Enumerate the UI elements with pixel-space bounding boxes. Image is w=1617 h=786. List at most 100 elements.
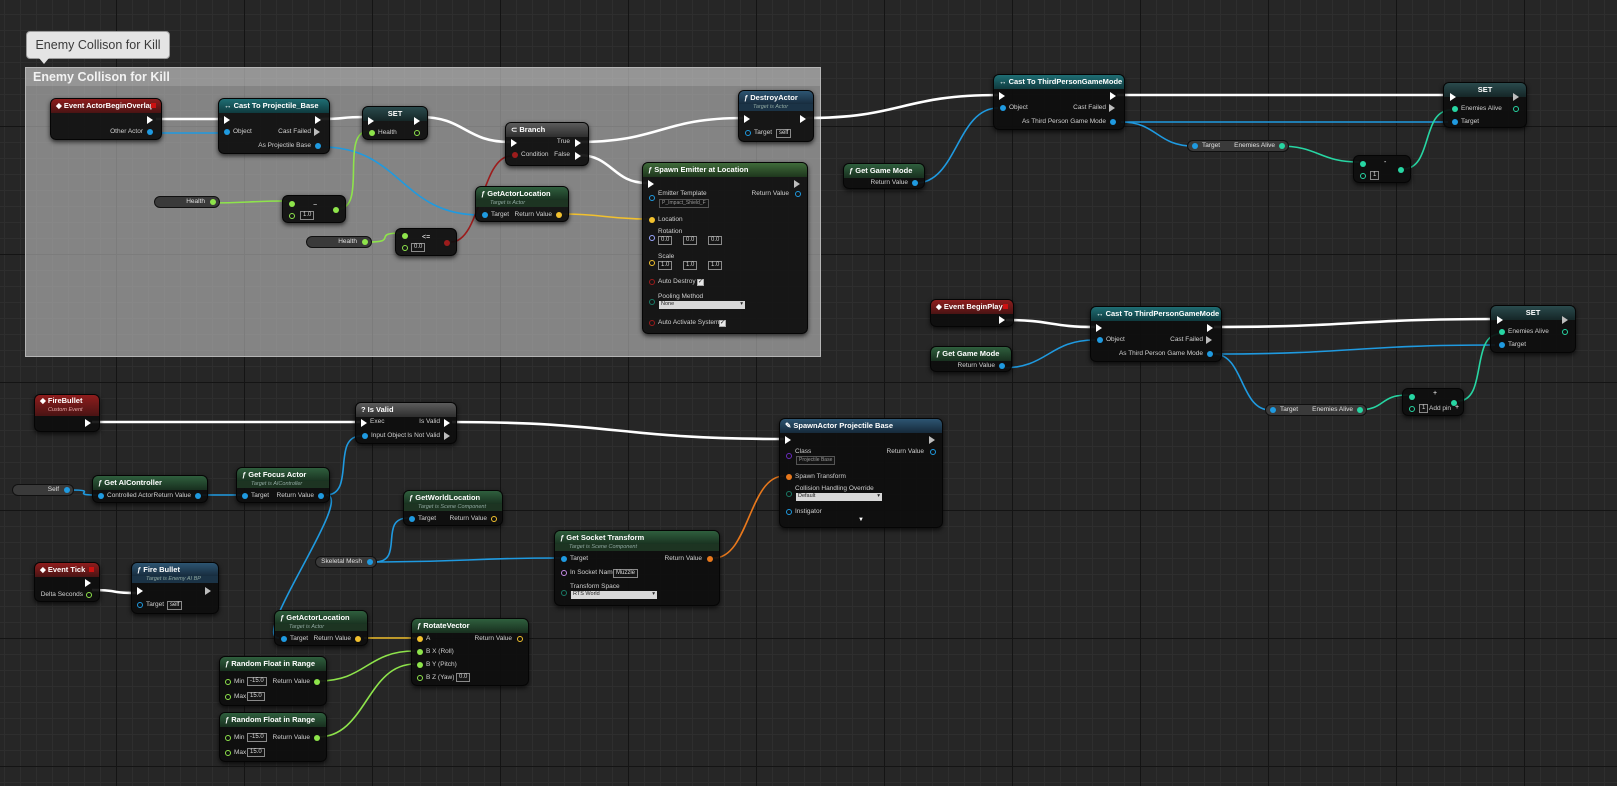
exec-out-pin[interactable] [999, 316, 1005, 324]
as-projectile-base-pin[interactable] [315, 143, 321, 149]
return-value-pin[interactable] [314, 735, 320, 741]
expand-chevron-icon[interactable]: ▼ [858, 517, 864, 523]
exec-in-pin[interactable] [137, 587, 143, 595]
health-out-pin[interactable] [414, 130, 420, 136]
class-pin[interactable] [786, 453, 792, 459]
by-pitch-pin[interactable] [417, 662, 423, 668]
return-pin[interactable] [333, 207, 339, 213]
b-pin[interactable] [1409, 406, 1415, 412]
delegate-pin[interactable] [151, 103, 156, 108]
exec-wire[interactable] [1005, 318, 1096, 329]
return-vector-pin[interactable] [556, 212, 562, 218]
auto-activate-checkbox[interactable]: ✓ [719, 320, 726, 327]
skeletal-mesh-variable-node[interactable]: Skeletal Mesh [315, 556, 377, 568]
max-pin[interactable] [225, 750, 231, 756]
target-pin[interactable] [482, 212, 488, 218]
enemies-alive-out-pin[interactable] [1279, 143, 1285, 149]
target-self-field[interactable]: self [776, 129, 792, 138]
min-value-field[interactable]: -15.0 [247, 733, 267, 742]
add-int-node[interactable]: + 1 Add pin + [1402, 388, 1464, 416]
target-pin[interactable] [561, 556, 567, 562]
set-enemies-alive-node-2[interactable]: SET Enemies Alive Target [1490, 305, 1576, 353]
exec-wire[interactable] [1213, 317, 1496, 329]
max-value-field[interactable]: 15.0 [247, 692, 265, 701]
spawn-transform-pin[interactable] [786, 474, 792, 480]
rotation-pin[interactable] [649, 235, 655, 241]
delta-seconds-pin[interactable] [86, 592, 92, 598]
pooling-method-dropdown[interactable]: None [659, 301, 745, 309]
health-out-pin[interactable] [362, 239, 368, 245]
exec-wire[interactable] [805, 93, 999, 120]
comment-bubble[interactable]: Enemy Collison for Kill [26, 31, 170, 64]
scale-pin[interactable] [649, 260, 655, 266]
min-value-field[interactable]: -15.0 [247, 677, 267, 686]
exec-in-pin[interactable] [999, 92, 1005, 100]
subtract-float-node[interactable]: − 1.0 [282, 195, 346, 223]
target-pin[interactable] [281, 636, 287, 642]
max-pin[interactable] [225, 694, 231, 700]
false-exec-pin[interactable] [575, 152, 581, 160]
target-pin[interactable] [242, 493, 248, 499]
bz-yaw-pin[interactable] [417, 675, 423, 681]
return-pin[interactable] [1451, 400, 1457, 406]
object-wire[interactable] [325, 435, 362, 496]
cast-to-third-person-game-mode-node-2[interactable]: ↔ Cast To ThirdPersonGameMode Object Cas… [1090, 306, 1222, 362]
get-enemies-alive-node-2[interactable]: Target Enemies Alive [1265, 404, 1367, 416]
max-value-field[interactable]: 15.0 [247, 748, 265, 757]
target-pin[interactable] [745, 130, 751, 136]
a-pin[interactable] [402, 233, 408, 239]
get-game-mode-node-1[interactable]: ƒ Get Game Mode Return Value [843, 163, 925, 189]
return-value-pin[interactable] [195, 493, 201, 499]
a-pin[interactable] [1409, 394, 1415, 400]
auto-destroy-checkbox[interactable]: ✓ [697, 279, 704, 286]
b-pin[interactable] [402, 245, 408, 251]
min-pin[interactable] [225, 679, 231, 685]
cast-to-third-person-game-mode-node-1[interactable]: ↔ Cast To ThirdPersonGameMode Object Cas… [993, 74, 1125, 130]
return-value-pin[interactable] [912, 180, 918, 186]
scale-x-field[interactable]: 1.0 [658, 261, 673, 270]
object-pin[interactable] [1000, 105, 1006, 111]
other-actor-pin[interactable] [147, 129, 153, 135]
b-pin[interactable] [289, 213, 295, 219]
delegate-pin[interactable] [89, 567, 94, 572]
enemies-alive-out-pin[interactable] [1357, 407, 1363, 413]
spawn-actor-projectile-base-node[interactable]: ✎ SpawnActor Projectile Base Class Proje… [779, 418, 943, 528]
enemies-alive-out-pin[interactable] [1513, 106, 1519, 112]
add-pin-button[interactable]: Add pin [1429, 405, 1452, 412]
target-pin[interactable] [1499, 342, 1505, 348]
bx-roll-pin[interactable] [417, 649, 423, 655]
min-pin[interactable] [225, 735, 231, 741]
instigator-pin[interactable] [786, 509, 792, 515]
exec-out-pin[interactable] [1207, 324, 1213, 332]
return-pin[interactable] [1398, 167, 1404, 173]
return-value-pin[interactable] [999, 363, 1005, 369]
target-pin[interactable] [1270, 407, 1276, 413]
object-wire[interactable] [374, 517, 409, 563]
random-float-in-range-node-2[interactable]: ƒ Random Float in Range Min -15.0 Return… [219, 712, 327, 762]
transform-wire[interactable] [713, 475, 785, 559]
health-variable-node[interactable]: Health [306, 236, 372, 248]
get-ai-controller-node[interactable]: ƒ Get AIController Controlled Actor Retu… [92, 475, 208, 503]
exec-out-pin[interactable] [929, 436, 935, 444]
event-tick-node[interactable]: ◆ Event Tick Delta Seconds [34, 562, 100, 602]
destroy-actor-node[interactable]: ƒ DestroyActor Target is Actor Target se… [738, 90, 814, 142]
input-object-pin[interactable] [362, 433, 368, 439]
exec-out-pin[interactable] [147, 116, 153, 124]
auto-activate-pin[interactable] [649, 320, 655, 326]
return-value-pin[interactable] [795, 191, 801, 197]
is-valid-exec-pin[interactable] [444, 419, 450, 427]
socket-name-pin[interactable] [561, 570, 567, 576]
exec-in-pin[interactable] [1497, 316, 1503, 324]
delegate-pin[interactable] [1003, 304, 1008, 309]
collision-handling-dropdown[interactable]: Default [796, 493, 882, 501]
exec-out-pin[interactable] [85, 579, 91, 587]
bz-value-field[interactable]: 0.0 [456, 673, 471, 682]
event-begin-play-node[interactable]: ◆ Event BeginPlay [930, 299, 1014, 327]
object-pin[interactable] [224, 129, 230, 135]
branch-node[interactable]: ⊂ Branch True Condition False [505, 122, 589, 166]
exec-out-pin[interactable] [414, 117, 420, 125]
controlled-actor-pin[interactable] [98, 493, 104, 499]
exec-in-pin[interactable] [368, 117, 374, 125]
exec-out-pin[interactable] [1562, 316, 1568, 324]
b-pin[interactable] [1360, 173, 1366, 179]
